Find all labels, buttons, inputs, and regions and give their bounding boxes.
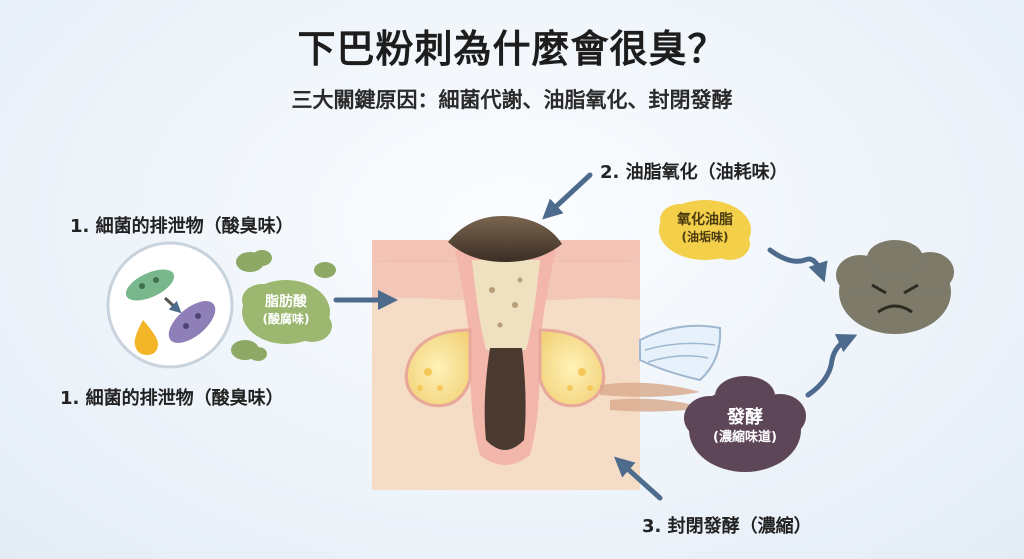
sebaceous-gland-left [404,328,472,408]
blackhead [448,215,562,262]
label-oxidation: 2. 油脂氧化（油耗味） [600,162,788,183]
stink-cloud-icon [231,250,336,361]
page-title: 下巴粉刺為什麼會很臭？ [297,27,727,71]
oil-drop-icon [134,320,159,355]
skin-flakes [600,382,705,412]
ferment-bubble [684,376,806,472]
label-fermentation: 3. 封閉發酵（濃縮） [642,516,812,537]
fatty-acid-label: 脂肪酸 (酸腐味) [262,294,310,326]
sebaceous-gland-right [538,328,606,408]
page-subtitle: 三大關鍵原因：細菌代謝、油脂氧化、封閉發酵 [291,88,733,112]
oxidized-oil-bubble [659,200,751,260]
face-mask-icon [639,324,722,382]
oxidized-oil-label: 氧化油脂 (油垢味) [677,212,733,244]
angry-face-icon [836,240,954,334]
skin-cross-section [372,215,640,490]
label-bacteria-top: 1. 細菌的排泄物（酸臭味） [70,216,294,237]
bacteria-icon [106,241,234,369]
fatty-acid-bubble [242,280,332,344]
label-bacteria-bottom: 1. 細菌的排泄物（酸臭味） [60,388,284,409]
arrows [333,172,858,501]
ferment-label: 發酵 (濃縮味道) [713,407,777,445]
